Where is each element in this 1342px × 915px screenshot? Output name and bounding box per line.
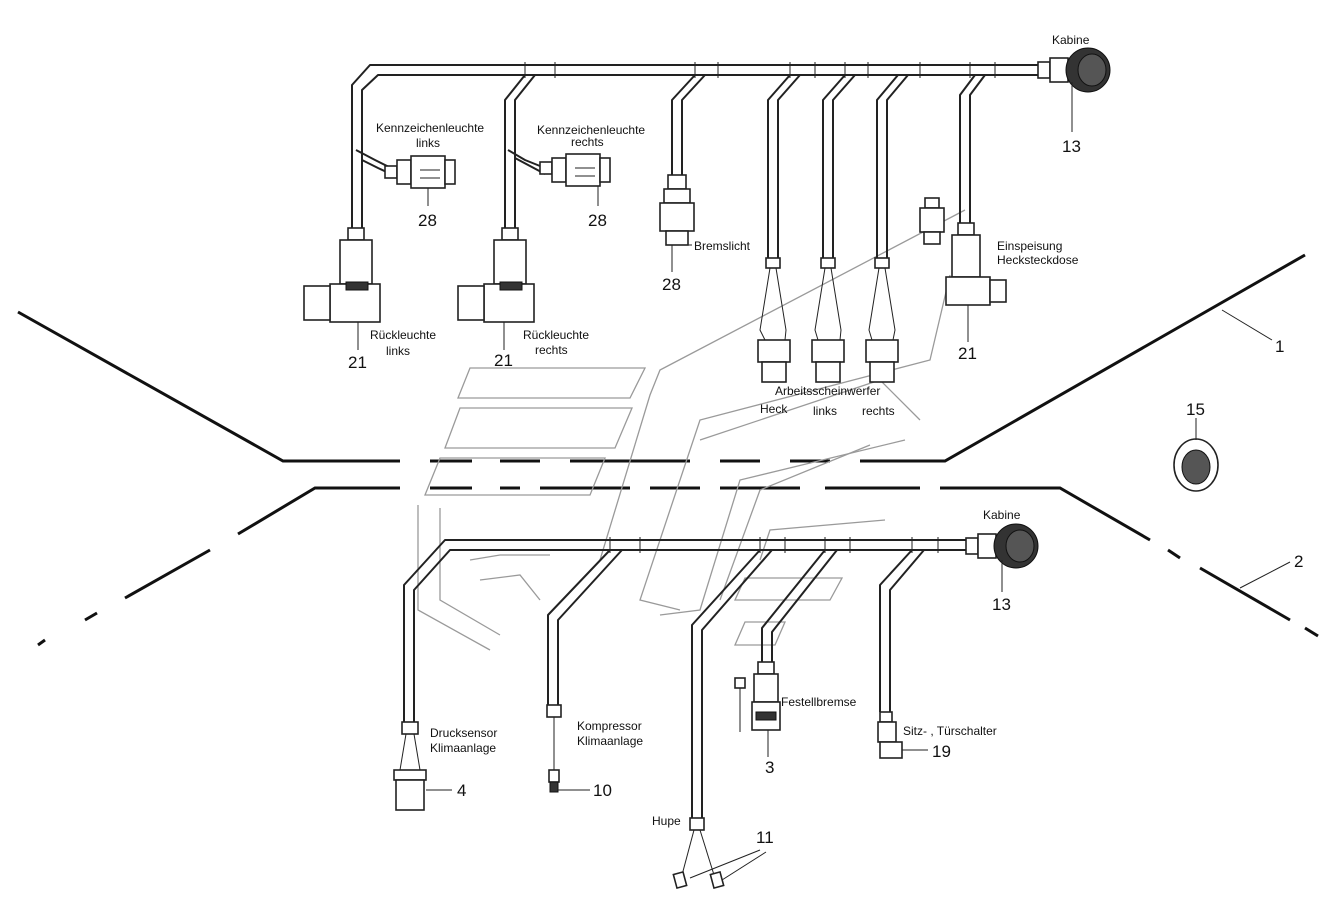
callout-28-c: 28: [662, 275, 681, 294]
label-drucksensor-1: Drucksensor: [430, 726, 497, 740]
bottom-harness: [403, 537, 968, 818]
label-einspeisung-1: Einspeisung: [997, 239, 1062, 253]
label-arbeit-heck: Heck: [760, 402, 788, 416]
callout-2-leader: [1239, 561, 1291, 589]
frame-outline: [17, 253, 1319, 647]
callout-1: 1: [1275, 337, 1284, 356]
callout-21-b: 21: [494, 351, 513, 370]
callout-15: 15: [1186, 400, 1205, 419]
label-einspeisung-2: Hecksteckdose: [997, 253, 1079, 267]
label-arbeit-links: links: [813, 404, 837, 418]
horn-connector: [672, 817, 767, 890]
compressor-connector: [546, 704, 590, 793]
label-festellbremse: Festellbremse: [781, 695, 857, 709]
label-kompressor-1: Kompressor: [577, 719, 642, 733]
label-arbeit-rechts: rechts: [862, 404, 895, 418]
callout-1-leader: [1221, 309, 1273, 341]
cabin-connector-bottom: [965, 523, 1039, 592]
label-rueck-rechts-1: Rückleuchte: [523, 328, 589, 342]
license-light-right: [539, 153, 611, 206]
callout-13-top: 13: [1062, 137, 1081, 156]
tail-light-left: [303, 227, 381, 350]
label-kompressor-2: Klimaanlage: [577, 734, 643, 748]
callout-19: 19: [932, 742, 951, 761]
callout-13-bottom: 13: [992, 595, 1011, 614]
label-rueck-links-2: links: [386, 344, 410, 358]
callout-28-b: 28: [588, 211, 607, 230]
label-drucksensor-2: Klimaanlage: [430, 741, 496, 755]
connector-15: [1173, 418, 1219, 492]
parking-brake-switch: [734, 661, 781, 757]
label-arbeit-title: Arbeitsscheinwerfer: [775, 384, 880, 398]
callout-21-c: 21: [958, 344, 977, 363]
callout-10: 10: [593, 781, 612, 800]
work-light-right: [865, 257, 899, 383]
callout-11: 11: [756, 828, 774, 847]
label-rueck-rechts-2: rechts: [535, 343, 568, 357]
callout-3: 3: [765, 758, 774, 777]
label-rueck-links-1: Rückleuchte: [370, 328, 436, 342]
label-kabine-top: Kabine: [1052, 33, 1090, 47]
tail-light-right: [457, 227, 535, 350]
seat-door-switch: [877, 711, 928, 759]
label-kennzeichen-rechts-1: Kennzeichenleuchte: [537, 123, 645, 137]
work-light-heck: [757, 257, 791, 383]
cabin-connector-top: [1037, 47, 1111, 132]
label-hupe: Hupe: [652, 814, 681, 828]
label-bremslicht: Bremslicht: [694, 239, 751, 253]
callout-2: 2: [1294, 552, 1303, 571]
callout-21-a: 21: [348, 353, 367, 372]
work-light-left: [811, 257, 845, 383]
license-light-left: [384, 155, 456, 206]
brake-light-connector: [659, 174, 695, 272]
callout-28-a: 28: [418, 211, 437, 230]
label-kennzeichen-links-2: links: [416, 136, 440, 150]
label-kennzeichen-links-1: Kennzeichenleuchte: [376, 121, 484, 135]
label-sitz: Sitz- , Türschalter: [903, 724, 997, 738]
callout-4: 4: [457, 781, 466, 800]
label-kabine-bottom: Kabine: [983, 508, 1021, 522]
label-kennzeichen-rechts-2: rechts: [571, 135, 604, 149]
rear-socket-feed: [919, 197, 1007, 342]
pressure-sensor: [393, 721, 452, 811]
